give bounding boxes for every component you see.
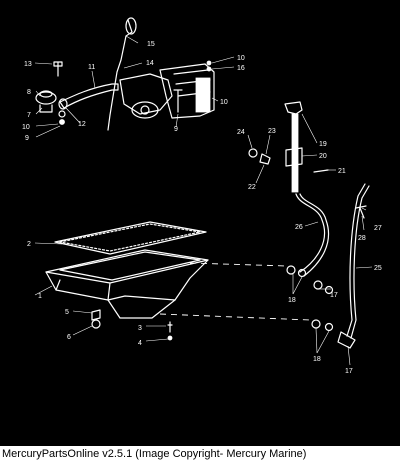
- dipstick-tube-assembly: [247, 101, 373, 366]
- callout-2: 2: [27, 241, 31, 248]
- callout-8: 8: [27, 89, 31, 96]
- callout-27: 27: [374, 225, 382, 232]
- oil-pickup-assembly: [34, 17, 235, 138]
- callout-24: 24: [237, 129, 245, 136]
- callout-19: 19: [319, 141, 327, 148]
- pan-gasket: [54, 221, 207, 255]
- dipstick: [107, 19, 133, 131]
- oil-pan-assembly: [34, 221, 311, 342]
- housing: [159, 63, 215, 119]
- callout-15: 15: [147, 41, 155, 48]
- callout-11: 11: [88, 64, 95, 71]
- copyright-footer: MercuryPartsOnline v2.5.1 (Image Copyrig…: [2, 448, 307, 460]
- callout-28: 28: [358, 235, 366, 242]
- callout-1: 1: [38, 293, 42, 300]
- callout-14: 14: [146, 60, 154, 67]
- callout-10-right: 10: [220, 99, 228, 106]
- callout-23: 23: [268, 128, 276, 135]
- callout-17-lower: 17: [345, 368, 353, 375]
- pickup-screen: [35, 91, 57, 105]
- callout-25: 25: [374, 265, 382, 272]
- oil-pump: [119, 73, 173, 115]
- callout-17-upper: 17: [330, 292, 338, 299]
- callout-3: 3: [138, 325, 142, 332]
- callout-6: 6: [67, 334, 71, 341]
- exploded-parts-diagram: 13 15 14 11 10 16 8 10 7 12 10 9 9 24 23…: [0, 0, 400, 446]
- callout-labels: 13 15 14 11 10 16 8 10 7 12 10 9 9 24 23…: [22, 41, 382, 375]
- callout-5: 5: [65, 309, 69, 316]
- callout-4: 4: [138, 340, 142, 347]
- callout-26: 26: [295, 224, 303, 231]
- callout-18-lower: 18: [313, 356, 321, 363]
- callout-18-upper: 18: [288, 297, 296, 304]
- callout-20: 20: [319, 153, 327, 160]
- callout-13: 13: [24, 61, 32, 68]
- callout-10-top: 10: [237, 55, 245, 62]
- callout-9-upper: 9: [174, 126, 178, 133]
- callout-22: 22: [248, 184, 256, 191]
- callout-10-left: 10: [22, 124, 30, 131]
- callout-12: 12: [78, 121, 86, 128]
- oil-pan: [45, 249, 209, 284]
- callout-7: 7: [27, 112, 31, 119]
- callout-21: 21: [338, 168, 346, 175]
- tube: [59, 83, 119, 109]
- bolt-13: [53, 61, 63, 77]
- callout-9-left: 9: [25, 135, 29, 142]
- callout-16: 16: [237, 65, 245, 72]
